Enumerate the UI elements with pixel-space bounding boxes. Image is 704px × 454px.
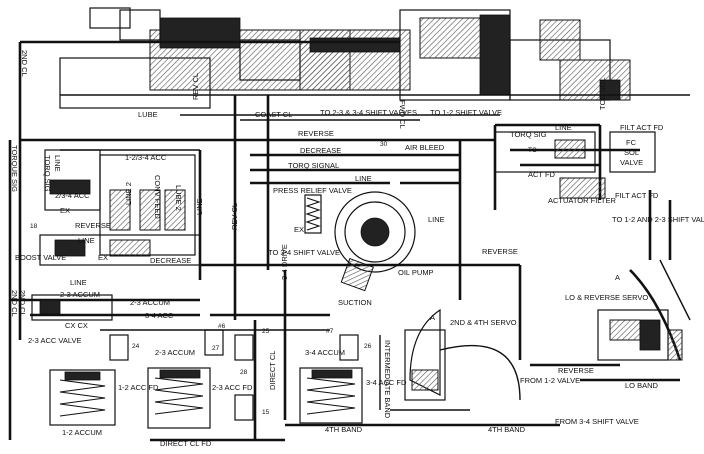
label-lo-band: LO BAND <box>625 381 659 390</box>
accumulators <box>49 329 363 429</box>
label-filt-act-fd-2: FILT ACT FD <box>615 191 659 200</box>
label-intermediate-band: INTERMEDIATE BAND <box>383 340 392 419</box>
label-line-v: LINE <box>195 198 204 215</box>
label-reverse-mid: REVERSE <box>482 247 518 256</box>
label-act-fd: ACT FD <box>528 170 556 179</box>
label-2nd-cl-top: 2ND CL <box>20 50 29 77</box>
label-26: 26 <box>364 343 372 350</box>
label-1234-acc: 1-2/3-4 ACC <box>125 153 167 162</box>
label-reverse-low: REVERSE <box>558 366 594 375</box>
label-fwd-cl: FWD CL <box>398 100 407 129</box>
label-direct-cl-v: DIRECT CL <box>268 351 277 390</box>
label-from-12: FROM 1-2 VALVE <box>520 376 580 385</box>
label-30: 30 <box>380 141 388 148</box>
label-a-mid: A <box>430 313 435 322</box>
label-actuator-filter: ACTUATOR FILTER <box>548 196 617 205</box>
label-a-right: A <box>615 273 620 282</box>
label-23-accum: 2-3 ACCUM <box>60 290 100 299</box>
label-12-acc-fd: 1-2 ACC FD <box>118 383 159 392</box>
label-ex-1: EX <box>294 225 304 234</box>
label-234-acc: 2/3-4 ACC <box>55 191 90 200</box>
label-34-accum-big: 3-4 ACCUM <box>305 348 345 357</box>
label-to-shift-valves: TO 1-2 AND 2-3 SHIFT VALVES <box>612 215 704 224</box>
label-tc: TC <box>528 147 537 154</box>
label-28: 28 <box>240 369 248 376</box>
label-tcc-sol: TCC SOL <box>598 77 607 110</box>
label-rev-cl-mid: REV CL <box>230 203 239 230</box>
servos <box>404 269 683 401</box>
label-line-low: LINE <box>70 278 87 287</box>
label-from-34: FROM 3-4 SHIFT VALVE <box>555 417 639 426</box>
label-23-accum-2: 2-3 ACCUM <box>130 298 170 307</box>
label-2nd-cl-bottom: 2ND CL <box>10 290 19 317</box>
label-conv-feed: CONV FEED <box>153 175 162 219</box>
label-torq-acc: TORQ SIG <box>43 155 52 192</box>
label-lube-2: LUBE 2 <box>174 185 183 211</box>
label-decrease-top: DECREASE <box>300 146 341 155</box>
label-boost-valve: BOOST VALVE <box>15 253 66 262</box>
label-coast-cl: COAST CL <box>255 110 292 119</box>
label-18: 18 <box>30 223 38 230</box>
label-34-acc-fd: 3-4 ACC FD <box>366 378 407 387</box>
label-7: #7 <box>326 328 334 335</box>
label-12-accum: 1-2 ACCUM <box>62 428 102 437</box>
label-4th-band-bottom: 4TH BAND <box>488 425 526 434</box>
label-reverse-top: REVERSE <box>298 129 334 138</box>
label-24: 24 <box>132 343 140 350</box>
label-to-23-34-shift: TO 2-3 & 3-4 SHIFT VALVES <box>320 108 417 117</box>
label-sol: SOL <box>624 148 639 157</box>
label-2nd-cl-low: 2ND CL <box>18 290 27 317</box>
label-torq-sig-right: TORQ SIG <box>510 130 547 139</box>
label-25: 25 <box>262 328 270 335</box>
label-fc: FC <box>626 138 637 147</box>
label-ex-acc: EX <box>60 206 70 215</box>
label-6: #6 <box>218 323 226 330</box>
label-2nd4th-servo: 2ND & 4TH SERVO <box>450 318 517 327</box>
label-torq-signal: TORQ SIGNAL <box>288 161 339 170</box>
label-27: 27 <box>212 345 220 352</box>
label-reverse-left: REVERSE <box>75 221 111 230</box>
label-to-12-shift: TO 1-2 SHIFT VALVE <box>430 108 502 117</box>
valve-bodies <box>31 131 656 321</box>
label-line-mid: LINE <box>355 174 372 183</box>
label-line-2: LINE 2 <box>124 182 133 205</box>
label-cx-cx: CX CX <box>65 321 88 330</box>
labels: 2ND CL TORQUE SIG 2ND CL LUBE REV CL COA… <box>10 50 704 448</box>
label-valve: VALVE <box>620 158 643 167</box>
hydraulic-passages <box>8 42 691 442</box>
label-23-acc-fd: 2-3 ACC FD <box>212 383 253 392</box>
label-lo-reverse-servo: LO & REVERSE SERVO <box>565 293 648 302</box>
label-15: 15 <box>262 409 270 416</box>
label-23-accum-big: 2-3 ACCUM <box>155 348 195 357</box>
label-direct-cl-bottom: DIRECT CL FD <box>160 439 212 448</box>
label-ex-boost: EX <box>98 253 108 262</box>
label-rev-cl: REV CL <box>191 73 200 100</box>
transmission-cross-section <box>20 7 690 109</box>
label-filt-act-fd-1: FILT ACT FD <box>620 123 664 132</box>
label-23-acc-valve: 2-3 ACC VALVE <box>28 336 82 345</box>
label-air-bleed: AIR BLEED <box>405 143 445 152</box>
label-oil-pump: OIL PUMP <box>398 268 434 277</box>
oil-pump <box>334 191 416 292</box>
label-line-acc: LINE <box>53 155 62 172</box>
label-line-boost: LINE <box>78 236 95 245</box>
label-lube: LUBE <box>138 110 158 119</box>
label-drive: 3-4 DRIVE <box>280 244 289 280</box>
label-34-acc-small: 3-4 ACC <box>145 311 174 320</box>
label-decrease-left: DECREASE <box>150 256 191 265</box>
label-4th-band-mid: 4TH BAND <box>325 425 363 434</box>
label-press-relief: PRESS RELIEF VALVE <box>273 186 352 195</box>
label-to-34-shift: TO 3-4 SHIFT VALVE <box>268 248 340 257</box>
label-line-right: LINE <box>555 123 572 132</box>
label-suction: SUCTION <box>338 298 372 307</box>
label-torque-sig: TORQUE SIG <box>10 145 19 192</box>
label-line-pump: LINE <box>428 215 445 224</box>
